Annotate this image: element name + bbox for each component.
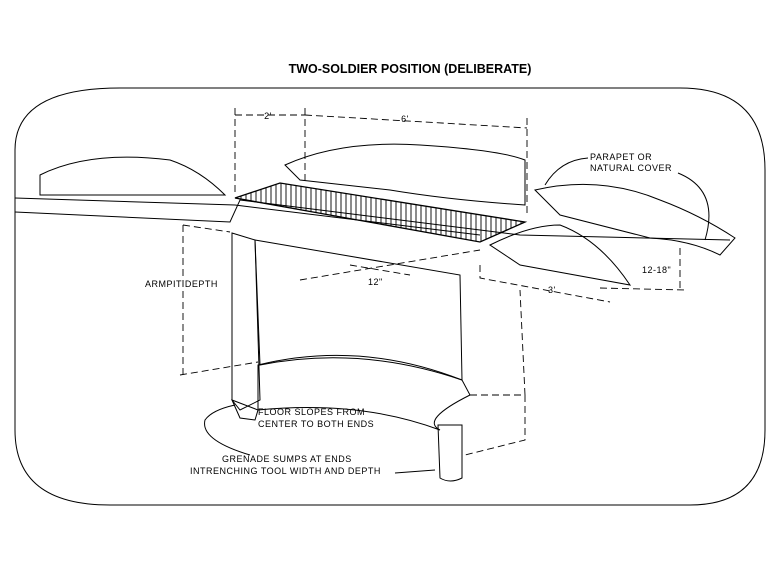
dimension-2ft-label: 2' [264, 111, 272, 121]
hole-opening [234, 182, 528, 243]
sump-leader [204, 404, 436, 474]
parapet-front [489, 224, 632, 286]
parapet-height-label: 12-18" [642, 265, 671, 275]
parapet-right [534, 183, 736, 256]
sumps-label-line2: INTRENCHING TOOL WIDTH AND DEPTH [190, 466, 381, 476]
frame-border [14, 87, 766, 506]
left-sump [231, 399, 259, 421]
floor-label-line2: CENTER TO BOTH ENDS [258, 419, 374, 429]
dimension-parapet-height [599, 248, 686, 291]
dimension-2ft [234, 108, 306, 195]
parapet-left [39, 156, 227, 196]
hidden-edge [464, 289, 526, 456]
right-sump [437, 424, 463, 482]
floor-label-line1: FLOOR SLOPES FROM [258, 407, 365, 417]
left-wall [231, 232, 261, 411]
parapet-distance-label: 3' [548, 285, 556, 295]
dimension-3ft [479, 265, 611, 303]
parapet-leader [544, 157, 710, 241]
parapet-label-line2: NATURAL COVER [590, 163, 672, 173]
setback-12in-label: 12" [368, 277, 383, 287]
dimension-6ft [304, 114, 528, 215]
dimension-armpit [179, 224, 259, 376]
armpit-depth-label: ARMPIT DEPTH [145, 279, 218, 289]
dimension-12in [299, 249, 481, 281]
parapet-rear [284, 143, 526, 206]
floor [257, 354, 471, 431]
sumps-label-line1: GRENADE SUMPS AT ENDS [222, 454, 352, 464]
parapet-label-line1: PARAPET OR [590, 152, 652, 162]
diagram-title: TWO-SOLDIER POSITION (DELIBERATE) [289, 62, 532, 76]
dimension-6ft-label: 6' [401, 114, 409, 124]
